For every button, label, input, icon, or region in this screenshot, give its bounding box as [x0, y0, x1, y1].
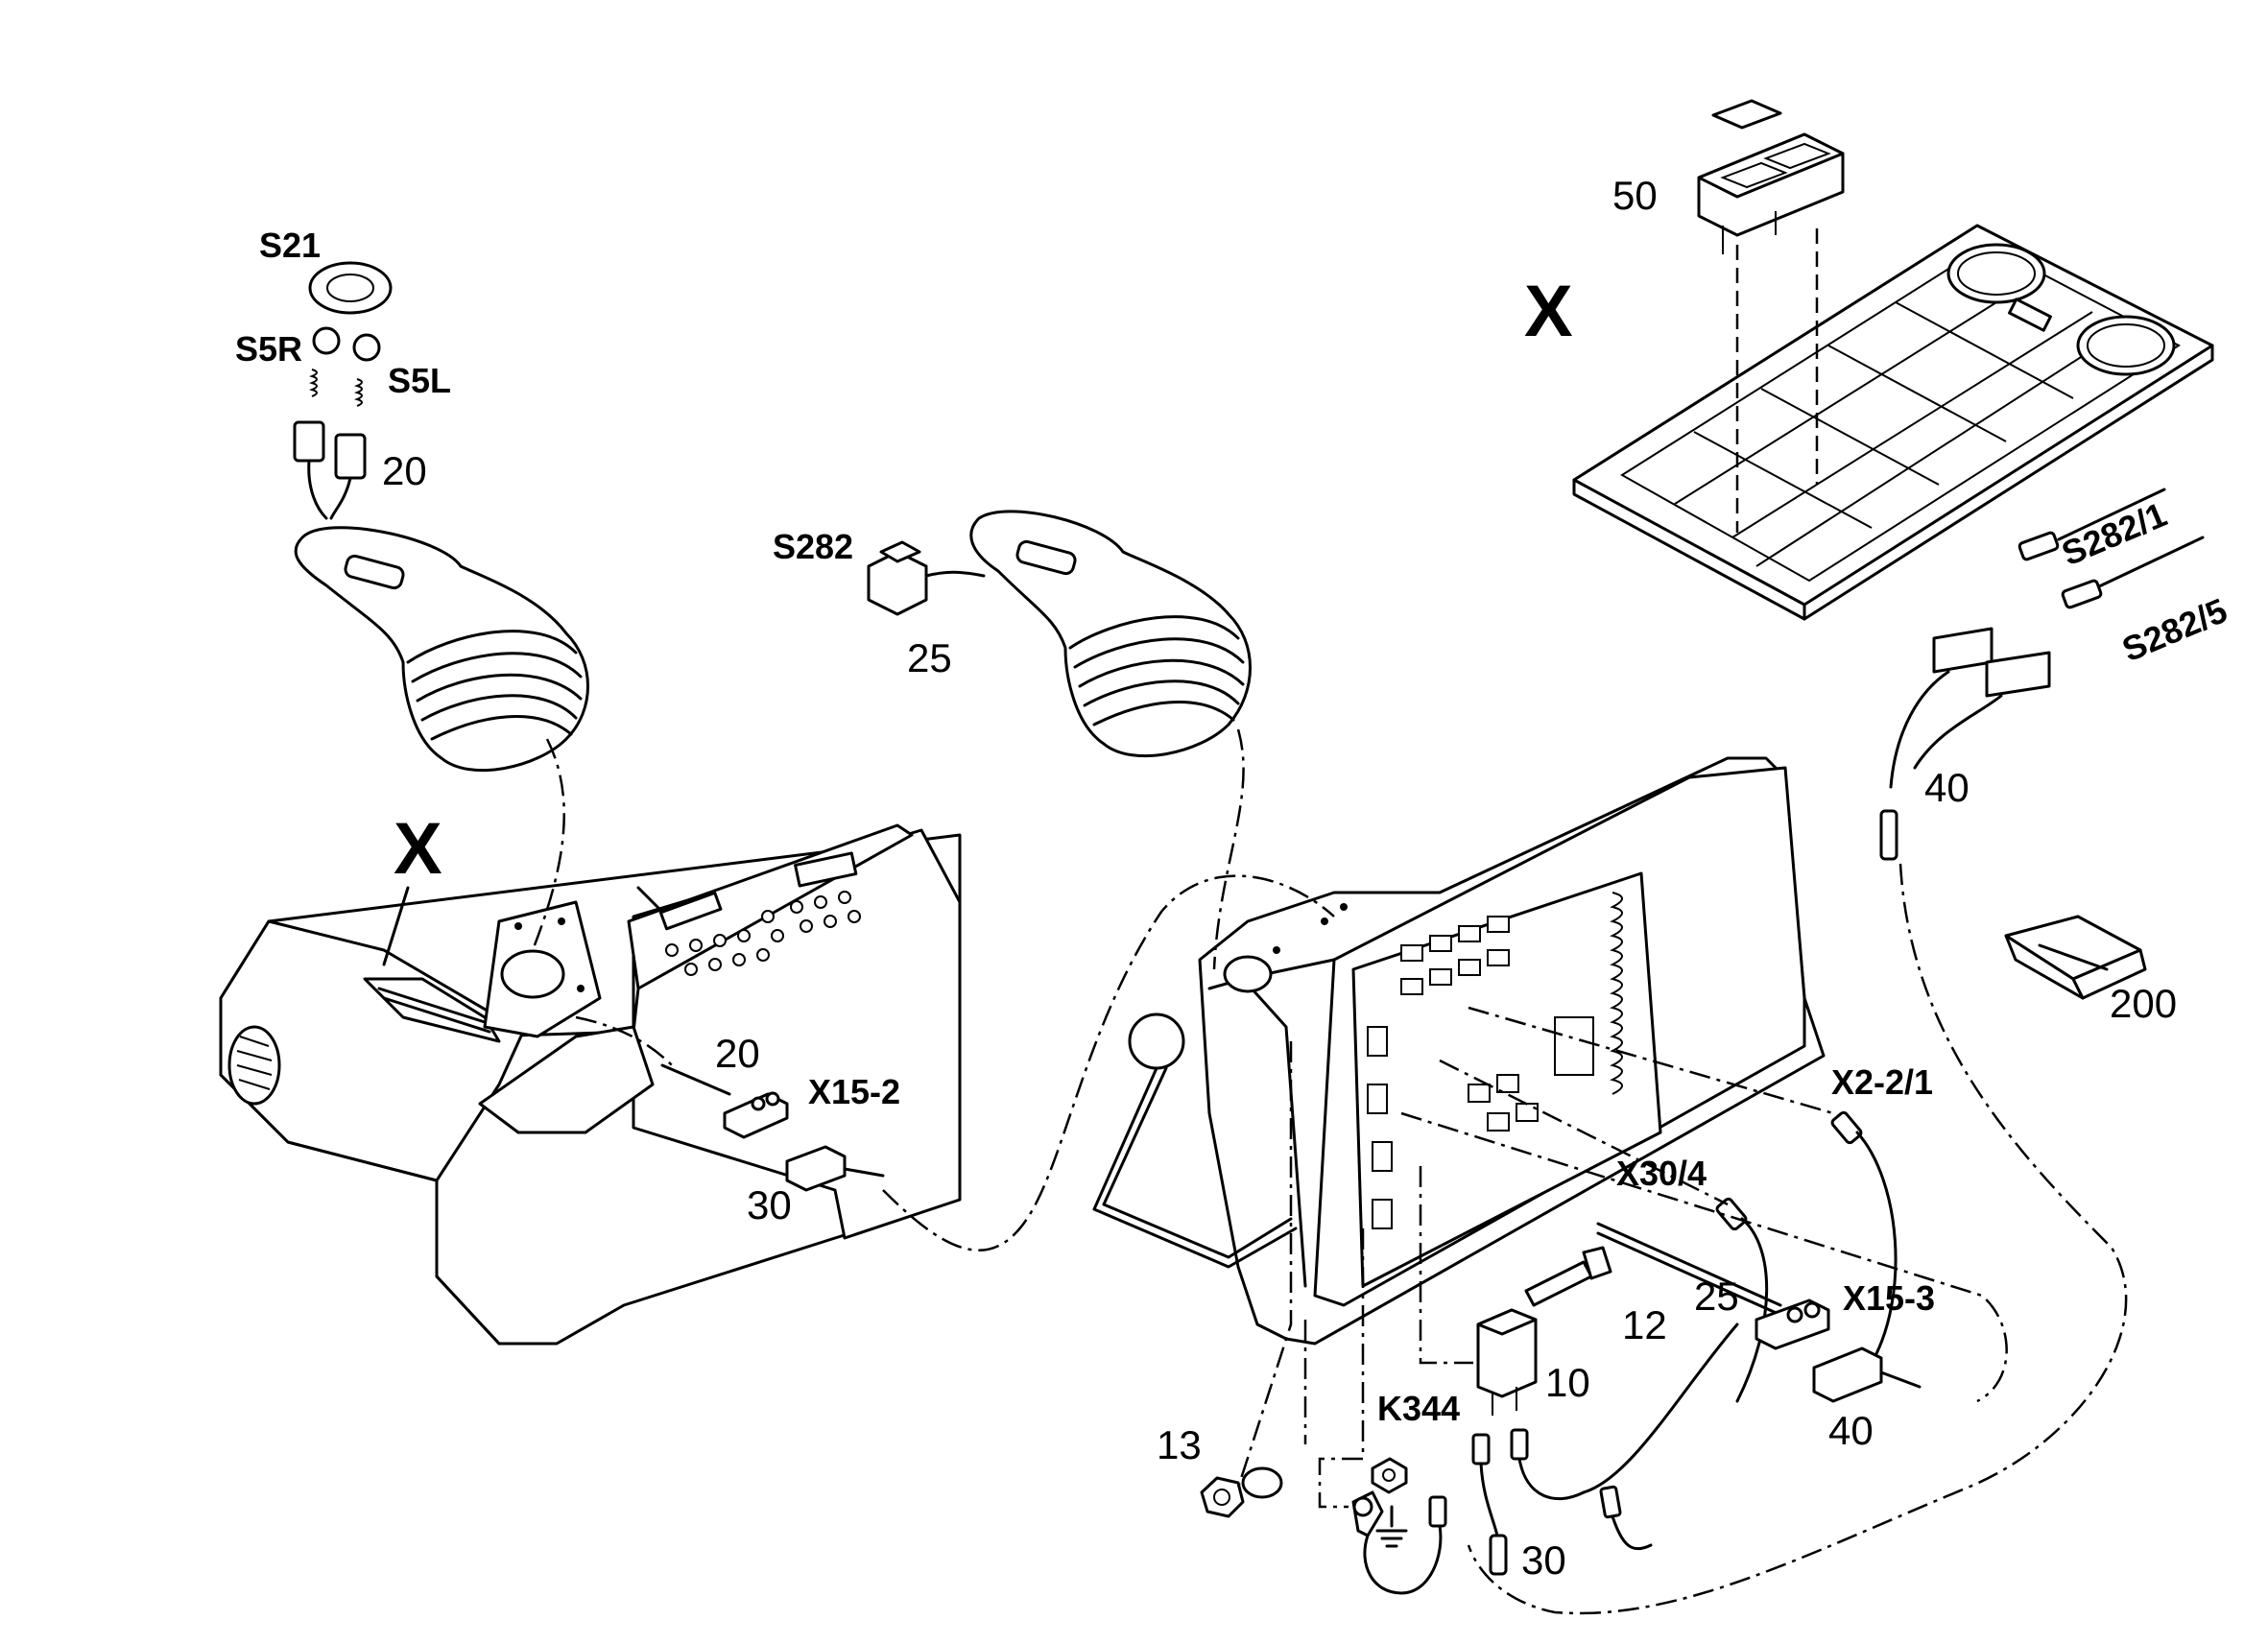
label-25-bottom: 25 — [1694, 1274, 1739, 1319]
label-x-left: X — [394, 808, 442, 890]
right-joystick — [867, 510, 1252, 758]
left-console — [219, 823, 962, 1346]
leader-lines — [531, 728, 2128, 1615]
label-x30-4: X30/4 — [1616, 1154, 1707, 1193]
label-s282: S282 — [773, 527, 853, 566]
label-200: 200 — [2110, 981, 2177, 1026]
label-30-bottom: 30 — [1521, 1537, 1566, 1583]
label-30-left: 30 — [747, 1182, 792, 1227]
x-leader — [382, 886, 410, 966]
label-50: 50 — [1612, 173, 1658, 218]
left-joystick — [294, 526, 589, 773]
label-20-mid: 20 — [715, 1031, 760, 1076]
callout-labels: S21 S5R S5L 20 S282 25 50 X X S282/1 S28… — [235, 173, 2232, 1583]
label-12: 12 — [1622, 1302, 1667, 1347]
label-s5l: S5L — [388, 361, 451, 400]
label-x15-3: X15-3 — [1843, 1278, 1935, 1318]
joystick-switch-parts — [293, 261, 393, 520]
cable-connectors — [660, 488, 2205, 1595]
panel-x — [1572, 99, 2214, 621]
label-13: 13 — [1157, 1422, 1202, 1467]
label-40-right: 40 — [1924, 765, 1970, 810]
label-40-bottom: 40 — [1828, 1408, 1874, 1453]
right-control-housing — [1092, 756, 1826, 1346]
label-s282-5: S282/5 — [2116, 590, 2232, 669]
label-x-top: X — [1524, 271, 1573, 352]
label-20-top: 20 — [382, 448, 427, 493]
label-k344: K344 — [1377, 1389, 1460, 1428]
label-25-top: 25 — [907, 635, 952, 680]
label-s5r: S5R — [235, 329, 302, 369]
label-10: 10 — [1545, 1360, 1590, 1405]
label-s21: S21 — [259, 226, 321, 265]
label-x2-2-1: X2-2/1 — [1831, 1062, 1933, 1102]
label-x15-2: X15-2 — [808, 1072, 900, 1111]
